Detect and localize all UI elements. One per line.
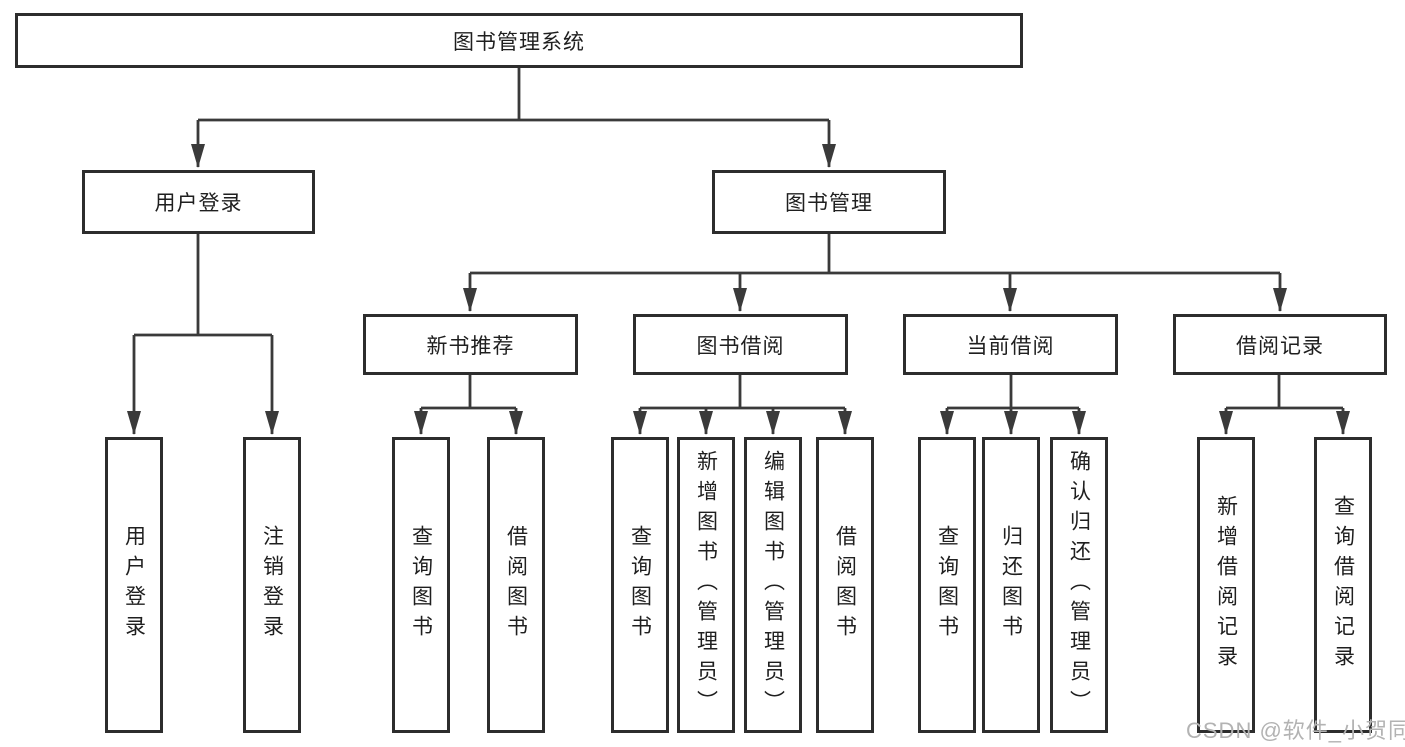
leaf-label: 查询图书 [409, 525, 433, 645]
leaf-label: 注销登录 [260, 525, 284, 645]
node-library-system: 图书管理系统 [15, 13, 1023, 68]
node-current-borrow: 当前借阅 [903, 314, 1118, 375]
node-label: 当前借阅 [966, 334, 1055, 358]
leaf-logout: 注销登录 [243, 437, 301, 733]
leaf-label: 查询借阅记录 [1331, 495, 1355, 675]
leaf-label: 编辑图书（管理员） [761, 450, 785, 720]
leaf-borrow-query-books: 查询图书 [611, 437, 669, 733]
leaf-label: 归还图书 [999, 525, 1023, 645]
leaf-label: 借阅图书 [833, 525, 857, 645]
node-label: 图书借阅 [696, 334, 785, 358]
leaf-recommend-query-books: 查询图书 [392, 437, 450, 733]
node-new-book-recommend: 新书推荐 [363, 314, 578, 375]
leaf-label: 查询图书 [935, 525, 959, 645]
leaf-label: 确认归还（管理员） [1067, 450, 1091, 720]
leaf-add-books-admin: 新增图书（管理员） [677, 437, 735, 733]
node-label: 新书推荐 [426, 334, 515, 358]
leaf-user-login: 用户登录 [105, 437, 163, 733]
leaf-borrow-books: 借阅图书 [816, 437, 874, 733]
leaf-label: 新增图书（管理员） [694, 450, 718, 720]
leaf-query-borrow-record: 查询借阅记录 [1314, 437, 1372, 733]
leaf-label: 用户登录 [122, 525, 146, 645]
leaf-return-books: 归还图书 [982, 437, 1040, 733]
leaf-recommend-borrow-books: 借阅图书 [487, 437, 545, 733]
node-borrow-records: 借阅记录 [1173, 314, 1387, 375]
leaf-edit-books-admin: 编辑图书（管理员） [744, 437, 802, 733]
node-user-login: 用户登录 [82, 170, 315, 234]
node-book-borrow: 图书借阅 [633, 314, 848, 375]
leaf-label: 查询图书 [628, 525, 652, 645]
leaf-add-borrow-record: 新增借阅记录 [1197, 437, 1255, 733]
node-label: 借阅记录 [1236, 334, 1324, 358]
csdn-watermark: CSDN @软件_小贺同学 [1186, 718, 1405, 743]
leaf-confirm-return-admin: 确认归还（管理员） [1050, 437, 1108, 733]
node-label: 图书管理 [785, 192, 873, 215]
leaf-label: 借阅图书 [504, 525, 528, 645]
node-label: 用户登录 [154, 192, 243, 215]
node-book-management: 图书管理 [712, 170, 946, 234]
node-label: 图书管理系统 [453, 30, 585, 54]
leaf-current-query-books: 查询图书 [918, 437, 976, 733]
leaf-label: 新增借阅记录 [1214, 495, 1238, 675]
